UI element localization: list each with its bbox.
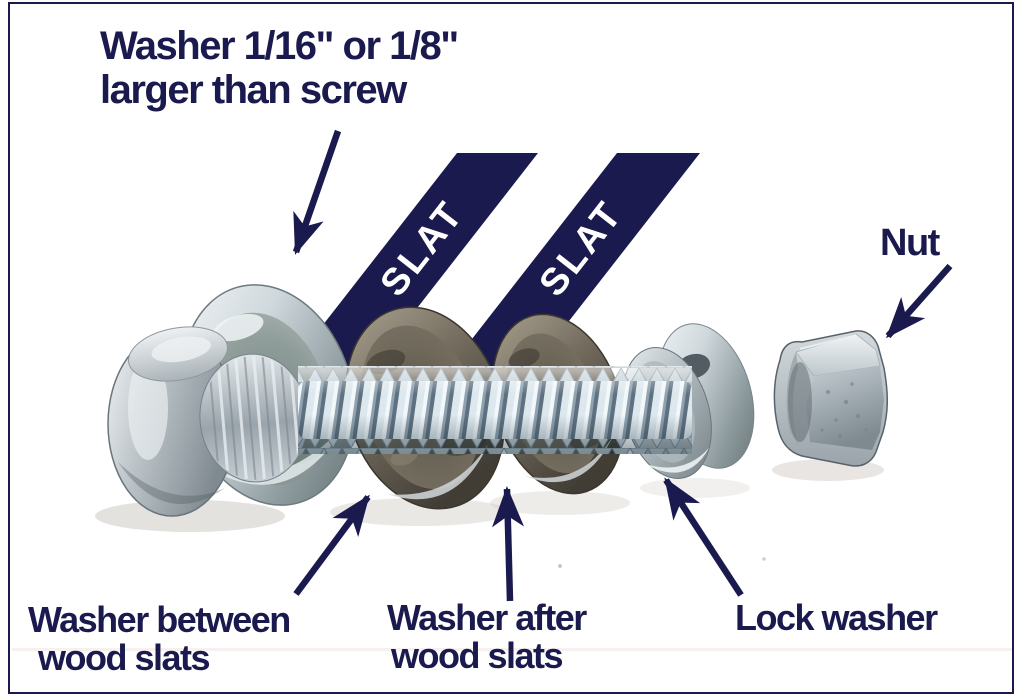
arrow-nut — [885, 263, 953, 339]
arrow-washer-after — [492, 486, 525, 602]
label-washer-after-line2: wood slats — [391, 635, 564, 676]
label-washer-between-line1: Washer between — [28, 599, 291, 640]
label-washer-after: Washer after wood slats — [387, 597, 587, 676]
label-lock-washer: Lock washer — [735, 597, 938, 638]
arrow-washer-between — [293, 494, 371, 596]
screw-thread — [298, 366, 692, 454]
label-washer-size: Washer 1/16" or 1/8" larger than screw — [100, 24, 459, 112]
label-washer-size-line1: Washer 1/16" or 1/8" — [100, 24, 459, 68]
label-nut: Nut — [880, 222, 940, 264]
label-washer-after-line1: Washer after — [387, 597, 587, 638]
label-washer-size-line2: larger than screw — [100, 68, 407, 112]
label-washer-between: Washer between wood slats — [28, 599, 291, 678]
arrow-washer-size — [292, 129, 342, 255]
head-collar — [199, 351, 309, 485]
label-washer-between-line2: wood slats — [38, 637, 211, 678]
screw-head — [107, 326, 237, 517]
arrow-lock-washer — [663, 477, 744, 597]
hex-nut — [773, 330, 889, 467]
